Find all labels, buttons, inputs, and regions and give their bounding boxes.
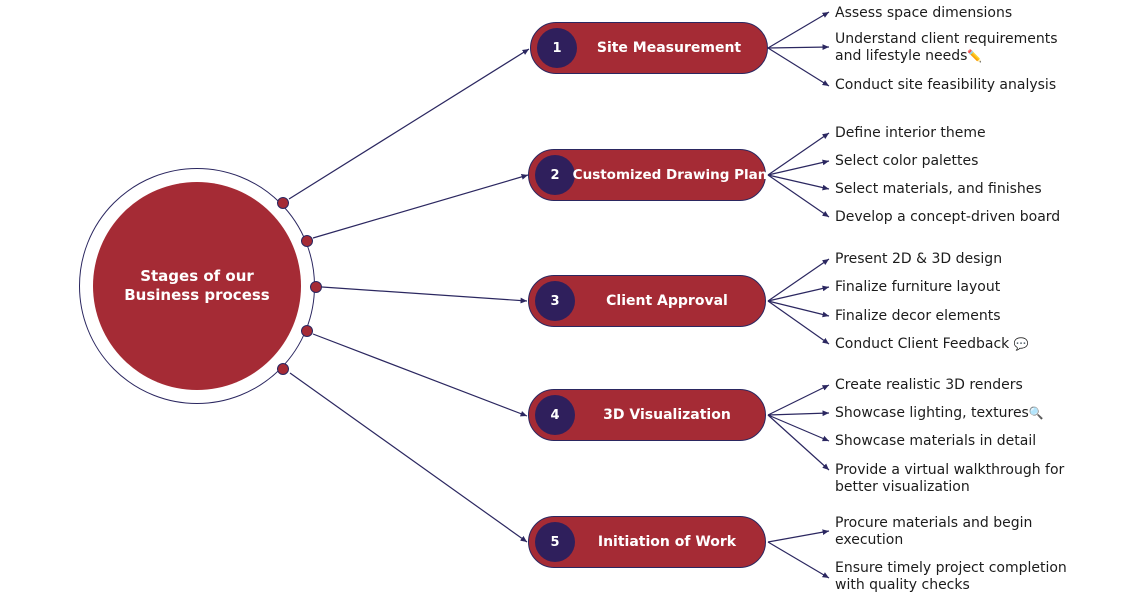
stage-title: 3D Visualization [603, 407, 731, 423]
magnifier-icon: 🔍 [1028, 406, 1044, 420]
stage-title: Initiation of Work [597, 534, 737, 550]
stage-1-detail: Understand client requirements and lifes… [835, 31, 1058, 64]
stage-3-detail: Present 2D & 3D design [835, 251, 1003, 267]
stage-number-badge: 4 [535, 395, 575, 435]
connector-1 [288, 48, 530, 200]
stage-1-pill: 1 Site Measurement [530, 22, 768, 74]
stage-4-detail: Showcase materials in detail [835, 433, 1037, 449]
connector-dot-1 [277, 197, 289, 209]
stage-1-detail: Assess space dimensions [835, 5, 1013, 21]
stage-4-detail: Create realistic 3D renders [835, 377, 1023, 393]
stage-2-detail: Select materials, and finishes [835, 181, 1042, 197]
stage-2-detail: Select color palettes [835, 153, 979, 169]
stage-4-detail: Showcase lighting, textures🔍 [835, 405, 1044, 421]
stage-5-detail: Procure materials and begin execution [835, 515, 1033, 548]
stage-title: Client Approval [606, 293, 728, 309]
connector-dot-3 [310, 281, 322, 293]
pencil-emoji-icon: ✏️ [967, 49, 983, 63]
stage-number-badge: 1 [537, 28, 577, 68]
stage-3-detail: Conduct Client Feedback 💬 [835, 336, 1029, 352]
stage-title: Customized Drawing Plan [572, 167, 768, 183]
stage-2-pill: 2 Customized Drawing Plan [528, 149, 768, 201]
stage-4-detail: Provide a virtual walkthrough for better… [835, 462, 1065, 495]
stage-number-badge: 3 [535, 281, 575, 321]
stage-3-pill: 3 Client Approval [528, 275, 766, 327]
connector-dot-5 [277, 363, 289, 375]
stage-number-badge: 2 [535, 155, 575, 195]
stage-5-pill: 5 Initiation of Work [528, 516, 766, 568]
speech-bubble-icon: 💬 [1013, 337, 1029, 351]
stage-2-detail: Define interior theme [835, 125, 986, 141]
hub-title: Stages of our Business process [124, 267, 270, 304]
connector-4 [312, 333, 528, 417]
connector-3 [321, 286, 528, 304]
stage-3-detail: Finalize decor elements [835, 308, 1001, 324]
stage-number-badge: 5 [535, 522, 575, 562]
stage-title: Site Measurement [596, 40, 742, 56]
stage-3-detail: Finalize furniture layout [835, 279, 1001, 295]
stage-5-detail: Ensure timely project completion with qu… [835, 560, 1067, 593]
hub-circle: Stages of our Business process [93, 182, 301, 390]
connector-2 [312, 174, 529, 239]
stage-2-detail: Develop a concept-driven board [835, 209, 1061, 225]
connector-dot-4 [301, 325, 313, 337]
connector-dot-2 [301, 235, 313, 247]
connector-5 [289, 372, 528, 543]
stage-1-detail: Conduct site feasibility analysis [835, 77, 1057, 93]
stage-4-pill: 4 3D Visualization [528, 389, 766, 441]
